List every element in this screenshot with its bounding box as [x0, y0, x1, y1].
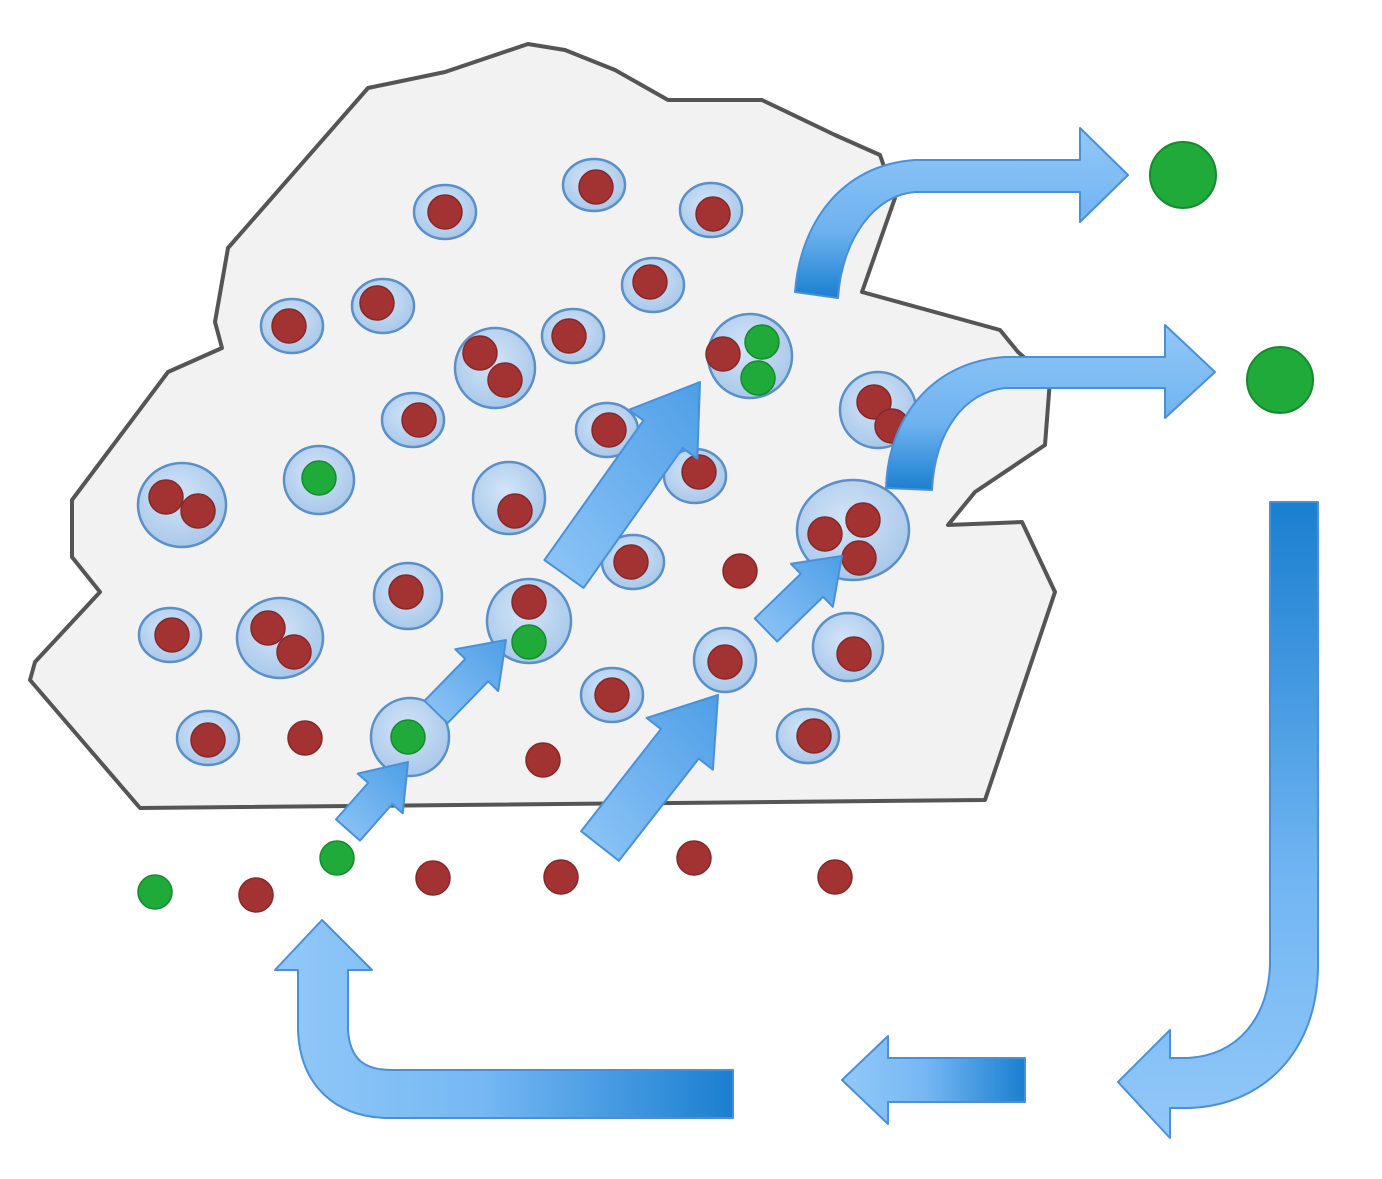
red-particle-icon — [154, 617, 190, 653]
vesicle — [136, 461, 228, 549]
vesicle — [620, 256, 686, 314]
red-particle-icon — [551, 318, 587, 354]
red-particle-icon — [276, 634, 312, 670]
curved-arrow-icon — [885, 324, 1216, 491]
green-particle-icon — [740, 360, 776, 396]
vesicle — [372, 561, 444, 631]
red-particle-icon — [401, 402, 437, 438]
red-particle-icon — [594, 677, 630, 713]
exit-arrow-top — [794, 127, 1129, 299]
vesicle — [453, 326, 537, 410]
red-particle-icon — [462, 335, 498, 371]
vesicle — [259, 297, 325, 355]
red-particle-icon — [817, 859, 853, 895]
vesicle — [380, 391, 446, 449]
transport-arrow-group — [335, 381, 843, 862]
vesicle — [678, 181, 744, 239]
green-particle-icon — [390, 719, 426, 755]
vesicle — [795, 478, 911, 582]
vesicle — [235, 596, 325, 680]
green-particle-icon — [744, 324, 780, 360]
vesicle — [540, 307, 606, 365]
red-particle-icon — [676, 840, 712, 876]
red-particle-icon — [287, 720, 323, 756]
vesicle — [412, 183, 478, 241]
curved-arrow-icon — [274, 919, 734, 1119]
green-particle-icon — [1246, 346, 1314, 414]
red-particle-icon — [796, 718, 832, 754]
vesicle — [775, 707, 841, 765]
red-particle-icon — [836, 636, 872, 672]
red-particle-icon — [388, 574, 424, 610]
vesicle — [838, 370, 918, 450]
vesicle — [705, 312, 794, 400]
vesicle-group — [136, 157, 918, 778]
curved-arrow-icon — [1117, 501, 1319, 1139]
vesicle — [350, 277, 416, 335]
red-particle-icon — [856, 384, 892, 420]
green-particle-icon — [137, 874, 173, 910]
red-particle-icon — [497, 493, 533, 529]
red-particle-icon — [807, 516, 843, 552]
red-particle-icon — [695, 196, 731, 232]
green-particle-icon — [1149, 141, 1217, 209]
vesicle — [561, 157, 627, 213]
vesicle — [600, 533, 666, 591]
return-arrow-middle — [841, 1035, 1026, 1125]
red-particle-icon — [841, 540, 877, 576]
red-particle-icon — [705, 336, 741, 372]
vesicle — [369, 696, 451, 778]
green-particle-icon — [319, 840, 355, 876]
red-particle-icon — [238, 877, 274, 913]
red-particle-icon — [591, 412, 627, 448]
vesicle — [282, 444, 356, 516]
curved-arrow-icon — [794, 127, 1129, 299]
vesicle — [692, 626, 758, 694]
red-particle-icon — [578, 169, 614, 205]
red-particle-icon — [681, 454, 717, 490]
red-particle-icon — [271, 308, 307, 344]
red-particle-icon — [632, 264, 668, 300]
red-particle-icon — [180, 493, 216, 529]
vesicle — [811, 611, 885, 683]
vesicle — [579, 666, 645, 724]
arrow-icon — [753, 555, 843, 643]
exit-arrow-middle — [885, 324, 1216, 491]
red-particle-icon — [707, 644, 743, 680]
arrow-icon — [423, 639, 507, 725]
green-particle-icon — [511, 624, 547, 660]
red-particle-icon — [543, 859, 579, 895]
vesicle — [137, 606, 203, 664]
red-particle-icon — [148, 479, 184, 515]
green-particle-icon — [301, 460, 337, 496]
arrow-icon — [841, 1035, 1026, 1125]
vesicle — [485, 577, 573, 665]
arrow-icon — [580, 694, 719, 862]
red-particle-icon — [427, 194, 463, 230]
red-particle-icon — [722, 553, 758, 589]
return-arrow-right — [1117, 501, 1319, 1139]
red-particle-icon — [845, 502, 881, 538]
red-particle-icon — [250, 610, 286, 646]
red-particle-icon — [415, 860, 451, 896]
red-particle-icon — [613, 544, 649, 580]
free-particle-group — [137, 553, 853, 913]
red-particle-icon — [359, 285, 395, 321]
red-particle-icon — [190, 722, 226, 758]
vesicle — [574, 401, 640, 459]
red-particle-icon — [511, 584, 547, 620]
arrow-icon — [543, 381, 701, 589]
vesicle — [175, 709, 241, 767]
return-arrow-left — [274, 919, 734, 1119]
red-particle-icon — [487, 362, 523, 398]
red-particle-icon — [525, 742, 561, 778]
arrow-icon — [335, 761, 409, 842]
vesicle — [471, 460, 547, 536]
vesicle-icon — [485, 577, 573, 665]
